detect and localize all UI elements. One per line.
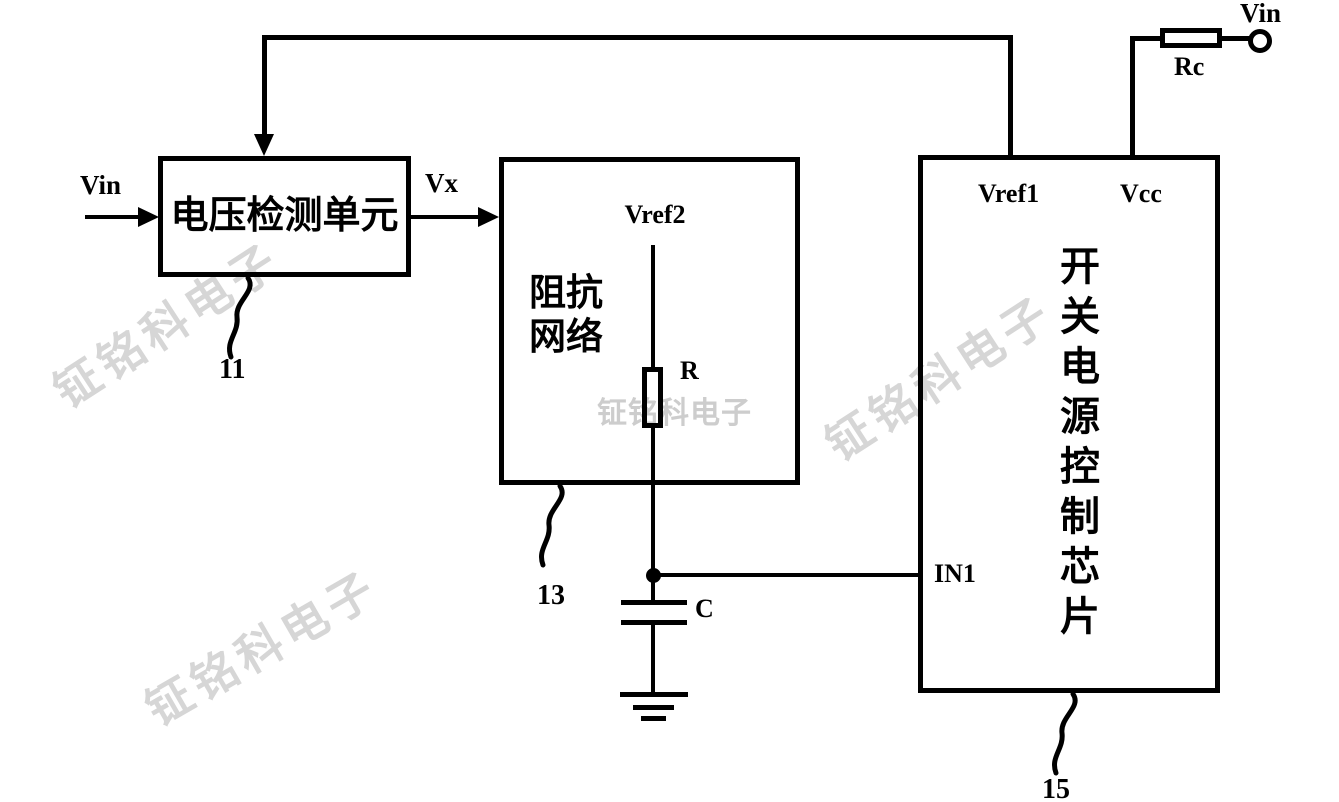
ground-bar-1 [620, 692, 688, 697]
vx-arrowhead-icon [478, 207, 499, 227]
resistor-r [642, 367, 663, 428]
watermark-center: 钲铭科电子 [597, 397, 752, 430]
resistor-rc-label: Rc [1174, 52, 1205, 81]
pin-vref1-label: Vref1 [978, 179, 1040, 208]
capacitor-plate-bottom [621, 620, 687, 625]
ref-number-13: 13 [537, 580, 565, 611]
feedback-arrowhead-icon [254, 134, 274, 156]
junction-dot [646, 568, 661, 583]
impedance-network-block [499, 157, 800, 485]
vin-right-label: Vin [1240, 0, 1282, 28]
ground-bar-2 [633, 705, 674, 710]
voltage-detection-block: 电压检测单元 [158, 156, 411, 277]
chip-title-char: 源 [1060, 394, 1100, 439]
resistor-rc [1160, 28, 1222, 48]
vx-label: Vx [425, 168, 458, 198]
vref2-wire [651, 245, 655, 367]
in1-wire [653, 573, 918, 577]
ref-number-15: 15 [1042, 774, 1070, 802]
chip-title-char: 控 [1060, 444, 1100, 489]
rc-to-terminal-wire [1222, 36, 1252, 41]
vref2-label: Vref2 [624, 200, 686, 229]
vin-input-wire [85, 215, 140, 219]
chip-title-char: 关 [1060, 294, 1100, 339]
impedance-network-title: 阻抗 网络 [521, 272, 611, 360]
resistor-to-cap-wire [651, 428, 655, 603]
pin-in1-label: IN1 [934, 559, 976, 588]
vx-wire [411, 215, 479, 219]
chip-title-char: 制 [1060, 494, 1100, 539]
vref1-pin-wire [1008, 35, 1013, 157]
vin-left-label: Vin [80, 170, 122, 200]
vcc-to-rc-wire [1130, 36, 1162, 41]
switching-chip-block [918, 155, 1220, 693]
ref-squiggle-15 [1052, 691, 1078, 776]
ref-number-11: 11 [219, 354, 246, 385]
capacitor-plate-top [621, 600, 687, 605]
capacitor-c-label: C [695, 594, 714, 623]
vin-terminal-circle [1248, 29, 1272, 53]
cap-to-ground-wire [651, 625, 655, 694]
feedback-wire-top [262, 35, 1013, 40]
chip-title-char: 电 [1060, 344, 1100, 389]
vin-arrowhead-icon [138, 207, 159, 227]
switching-chip-title: 开 关 电 源 控 制 芯 片 [1052, 242, 1108, 642]
ref-squiggle-11 [227, 275, 253, 360]
chip-title-char: 开 [1060, 244, 1100, 289]
vcc-pin-wire [1130, 36, 1135, 157]
voltage-detection-title: 电压检测单元 [170, 195, 399, 237]
ground-bar-3 [641, 716, 666, 721]
watermark-bottom-left: 钲铭科电子 [137, 561, 388, 736]
chip-title-char: 片 [1060, 594, 1100, 639]
impedance-network-title-line1: 阻抗 [529, 273, 603, 314]
impedance-network-title-line2: 网络 [529, 317, 603, 358]
ref-squiggle-13 [539, 483, 565, 568]
resistor-r-label: R [680, 356, 699, 385]
chip-title-char: 芯 [1060, 544, 1100, 589]
feedback-wire-left-vertical [262, 35, 267, 136]
pin-vcc-label: Vcc [1120, 179, 1162, 208]
